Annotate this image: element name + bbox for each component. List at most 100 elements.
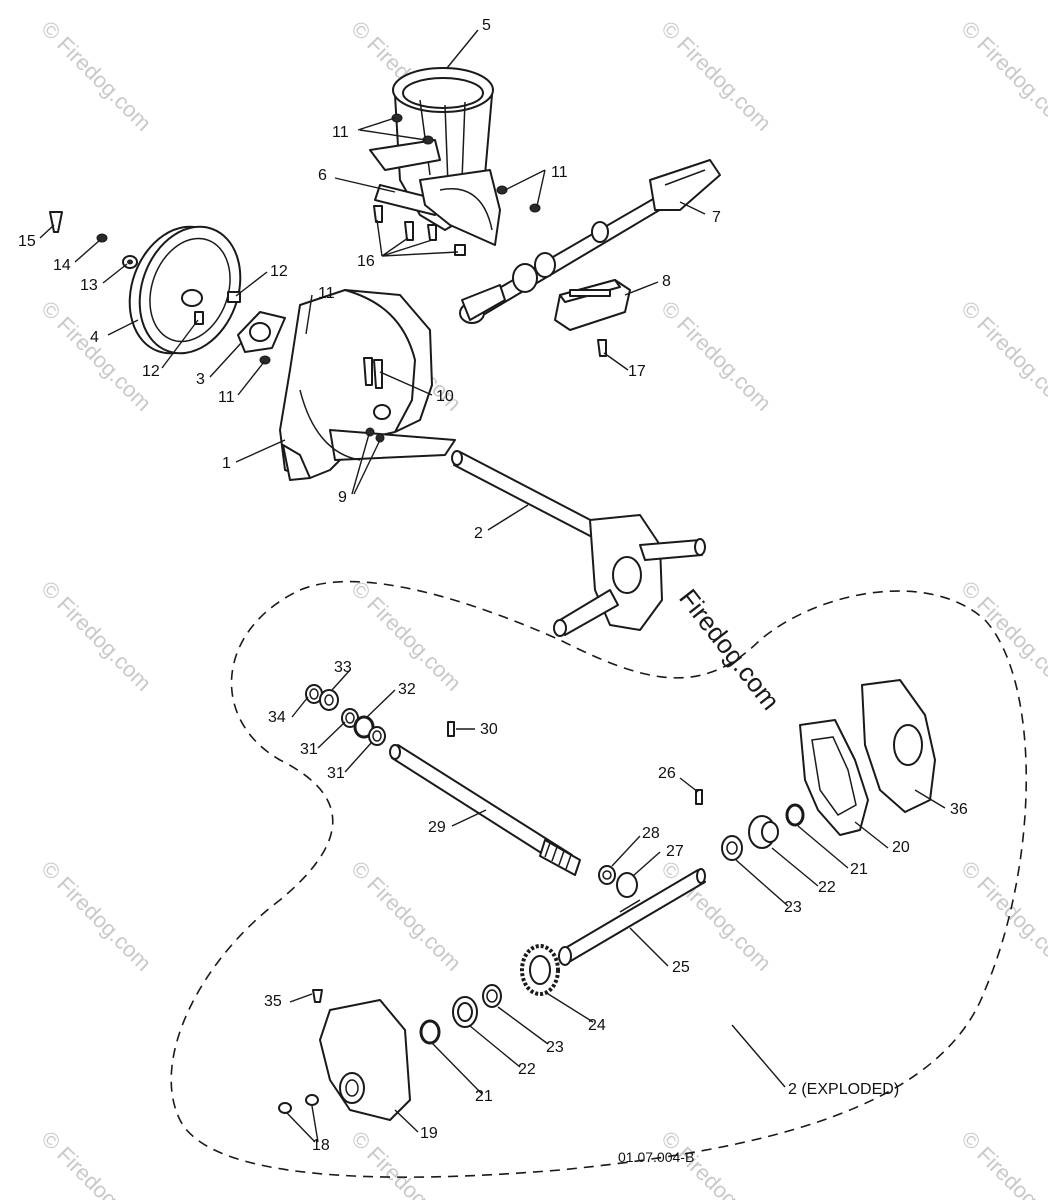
callout-23: 23: [784, 899, 802, 916]
callout-9: 9: [338, 489, 347, 506]
callout-11: 11: [218, 389, 235, 406]
callout-12: 12: [270, 263, 288, 280]
callout-33: 33: [334, 659, 352, 676]
callout-27: 27: [666, 843, 684, 860]
callout-7: 7: [712, 209, 721, 226]
callout-23: 23: [546, 1039, 564, 1056]
callout-3: 3: [196, 371, 205, 388]
callout-4: 4: [90, 329, 99, 346]
watermark-tile: © Firedog.com: [36, 1126, 156, 1200]
part-21-seal-a: [785, 803, 805, 827]
part-19-gearbox-half: [319, 999, 411, 1121]
exploded-label: 2 (EXPLODED): [788, 1081, 899, 1098]
callout-22: 22: [518, 1061, 536, 1078]
part-21-seal-b: [419, 1019, 441, 1045]
callout-16: 16: [357, 253, 375, 270]
callout-10: 10: [436, 388, 454, 405]
callout-29: 29: [428, 819, 446, 836]
watermark-tile: © Firedog.com: [346, 576, 466, 696]
callout-2: 2: [474, 525, 483, 542]
watermark-tile: © Firedog.com: [36, 16, 156, 136]
part-10-bolts: [363, 357, 383, 389]
drawing-number: 01.07.004-B: [618, 1149, 694, 1165]
callout-31: 31: [327, 765, 345, 782]
part-9-screws: [365, 427, 385, 443]
callout-18: 18: [312, 1137, 330, 1154]
callout-36: 36: [950, 801, 968, 818]
leader-lines: [39, 29, 946, 1143]
exploded-view-boundary: [170, 580, 1027, 1178]
part-7-crank-rod: [459, 159, 721, 324]
callout-19: 19: [420, 1125, 438, 1142]
callout-6: 6: [318, 167, 327, 184]
callout-11: 11: [551, 164, 568, 181]
part-27-bushing: [616, 872, 638, 898]
callout-34: 34: [268, 709, 286, 726]
part-15-bolt: [49, 211, 63, 233]
callout-22: 22: [818, 879, 836, 896]
callout-20: 20: [892, 839, 910, 856]
part-25-output-shaft: [558, 868, 706, 966]
callout-11: 11: [318, 285, 335, 302]
callout-21: 21: [475, 1088, 493, 1105]
part-11-nuts-upper: [391, 113, 541, 213]
callout-25: 25: [672, 959, 690, 976]
part-24-worm-gear: [520, 944, 560, 996]
center-watermark: Firedog.com: [673, 583, 786, 715]
watermark-tile: © Firedog.com: [36, 856, 156, 976]
watermark-tile: © Firedog.com: [956, 576, 1048, 696]
callout-30: 30: [480, 721, 498, 738]
part-26-key: [695, 789, 703, 805]
part-22-bushing-a: [748, 815, 779, 849]
watermark-tile: © Firedog.com: [956, 1126, 1048, 1200]
watermark-tile: © Firedog.com: [346, 1126, 466, 1200]
part-4-pulley: [128, 225, 242, 355]
callout-35: 35: [264, 993, 282, 1010]
callout-labels: 5 11 6 11 7 16 15 14 13 12 4 12 3 11 11 …: [18, 17, 968, 1165]
callout-17: 17: [628, 363, 646, 380]
watermark-tile: © Firedog.com: [656, 16, 776, 136]
watermark-tile: © Firedog.com: [956, 296, 1048, 416]
part-29-worm-shaft: [389, 744, 581, 876]
watermark-layer: © Firedog.com © Firedog.com © Firedog.co…: [36, 16, 1048, 1200]
callout-13: 13: [80, 277, 98, 294]
callout-26: 26: [658, 765, 676, 782]
watermark-tile: © Firedog.com: [956, 16, 1048, 136]
part-16-bolts: [373, 205, 466, 256]
part-6-chute-bracket: [369, 139, 501, 246]
callout-8: 8: [662, 273, 671, 290]
watermark-tile: © Firedog.com: [956, 856, 1048, 976]
callout-1: 1: [222, 455, 231, 472]
part-3-bearing-flange: [237, 311, 286, 353]
callout-24: 24: [588, 1017, 606, 1034]
callout-14: 14: [53, 257, 71, 274]
part-20-gasket: [799, 719, 869, 836]
callout-5: 5: [482, 17, 491, 34]
part-22-bushing-b: [452, 996, 478, 1028]
part-28-washer: [598, 865, 616, 885]
callout-21: 21: [850, 861, 868, 878]
part-18-fittings: [278, 1094, 319, 1114]
part-23-washer-b: [482, 984, 502, 1008]
part-31-washer-b: [368, 726, 386, 746]
part-30-key: [447, 721, 455, 737]
watermark-tile: © Firedog.com: [346, 856, 466, 976]
part-33-bushing: [319, 689, 339, 711]
part-2-auger-gearbox-assembly: [451, 450, 706, 637]
watermark-tile: © Firedog.com: [656, 296, 776, 416]
part-17-screw: [597, 339, 607, 357]
callout-15: 15: [18, 233, 36, 250]
watermark-tile: © Firedog.com: [656, 856, 776, 976]
part-35-screw: [312, 989, 323, 1003]
part-8-crank-bracket: [554, 279, 631, 331]
part-36-gearbox-half: [861, 679, 936, 813]
callout-31: 31: [300, 741, 318, 758]
part-32-ring: [353, 715, 375, 739]
callout-11: 11: [332, 124, 349, 141]
callout-28: 28: [642, 825, 660, 842]
callout-32: 32: [398, 681, 416, 698]
part-23-washer-a: [721, 835, 743, 861]
watermark-tile: © Firedog.com: [36, 576, 156, 696]
callout-12: 12: [142, 363, 160, 380]
